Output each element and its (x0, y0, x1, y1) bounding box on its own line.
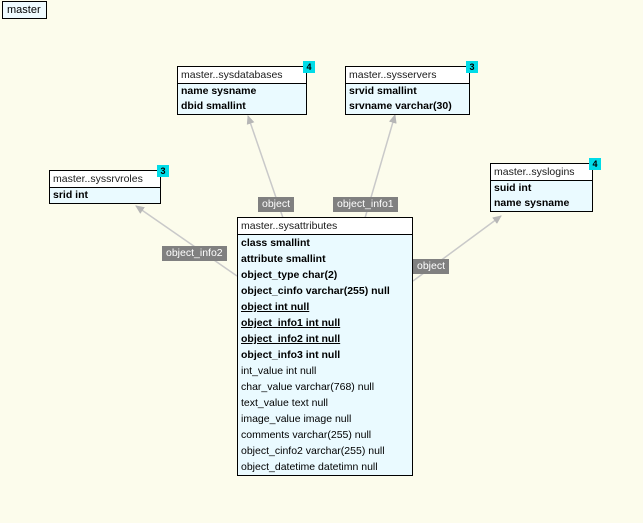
relationship-count-badge: 4 (303, 61, 315, 73)
table-syssrvroles[interactable]: 3 master..syssrvroles srid int (49, 165, 169, 204)
table-field: object_info2 int null (241, 333, 341, 345)
relationship-count-badge: 3 (466, 61, 478, 73)
table-field: object_cinfo varchar(255) null (241, 285, 390, 297)
table-field: image_value image null (241, 413, 352, 425)
table-field: object_type char(2) (241, 269, 338, 281)
connector-label-object-sysdatabases[interactable]: object (258, 197, 295, 212)
table-title: master..sysdatabases (178, 67, 306, 84)
relationship-line[interactable] (135, 205, 238, 277)
table-field: srid int (53, 189, 89, 201)
table-syslogins[interactable]: 4 master..syslogins suid int name sysnam… (490, 158, 601, 212)
table-field: dbid smallint (181, 100, 246, 112)
table-field: object_datetime datetimn null (241, 461, 378, 473)
connector-label-object-syslogins[interactable]: object (413, 259, 450, 274)
table-field: attribute smallint (241, 253, 326, 265)
table-field: class smallint (241, 237, 310, 249)
table-field: comments varchar(255) null (241, 429, 372, 441)
table-field: suid int (494, 182, 532, 194)
table-field: object_cinfo2 varchar(255) null (241, 445, 385, 457)
relationship-count-badge: 4 (589, 158, 601, 170)
table-field: object int null (241, 301, 310, 313)
table-field: object_info3 int null (241, 349, 341, 361)
table-field: object_info1 int null (241, 317, 341, 329)
relationship-count-badge: 3 (157, 165, 169, 177)
table-sysdatabases[interactable]: 4 master..sysdatabases name sysname dbid… (177, 61, 315, 115)
table-field: srvid smallint (349, 85, 417, 97)
connector-label-object-info2[interactable]: object_info2 (162, 246, 227, 261)
table-title: master..syssrvroles (50, 171, 160, 188)
schema-tab[interactable]: master (2, 1, 47, 19)
table-field: int_value int null (241, 365, 317, 377)
table-title: master..sysattributes (238, 218, 412, 235)
connector-label-object-info1[interactable]: object_info1 (333, 197, 398, 212)
table-sysattributes[interactable]: master..sysattributes class smallint att… (237, 217, 413, 476)
table-title: master..sysservers (346, 67, 469, 84)
table-field: char_value varchar(768) null (241, 381, 375, 393)
table-field: name sysname (181, 85, 257, 97)
table-sysservers[interactable]: 3 master..sysservers srvid smallint srvn… (345, 61, 478, 115)
table-title: master..syslogins (491, 164, 592, 181)
table-field: text_value text null (241, 397, 328, 409)
table-field: name sysname (494, 197, 570, 209)
table-field: srvname varchar(30) (349, 100, 452, 112)
